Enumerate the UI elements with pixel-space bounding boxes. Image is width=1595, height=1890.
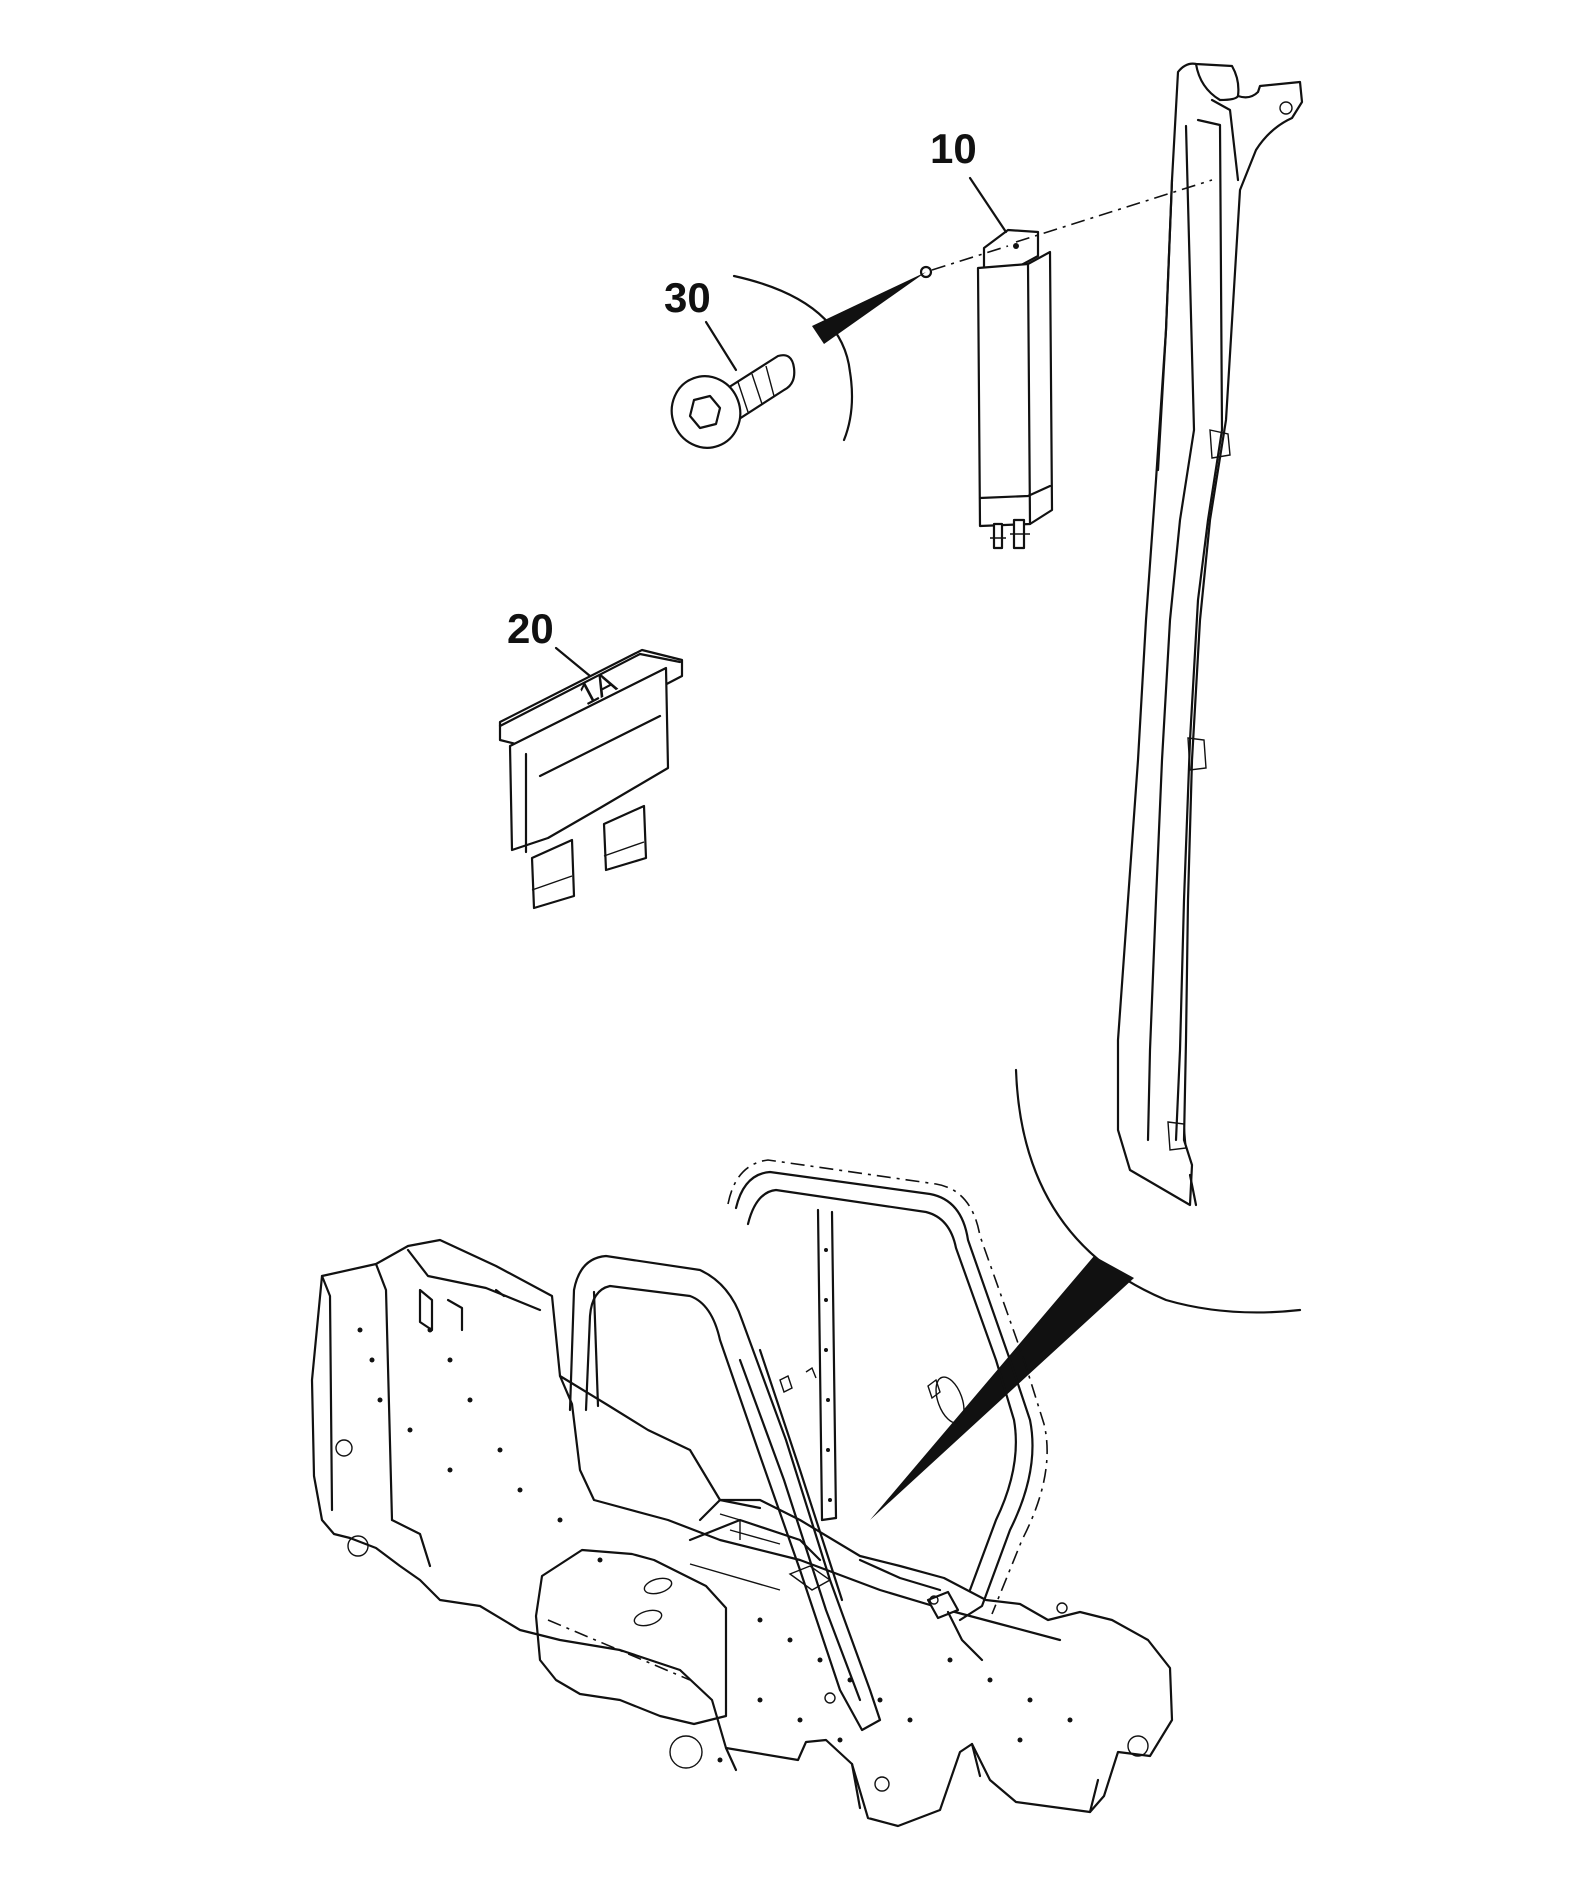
detail-circle-pillar bbox=[870, 1068, 1302, 1520]
callout-20: 20 bbox=[507, 605, 554, 652]
leader-line-30 bbox=[704, 320, 738, 372]
cab-pillar bbox=[1116, 62, 1304, 1207]
detail-circle-screw bbox=[732, 272, 926, 442]
screw-part-30 bbox=[670, 354, 796, 449]
module-part-10 bbox=[931, 179, 1213, 550]
callout-10: 10 bbox=[930, 125, 977, 172]
fuse-part-20: 1A bbox=[498, 648, 684, 910]
machine-frame bbox=[310, 1159, 1174, 1828]
leader-line-10 bbox=[968, 176, 1008, 234]
leader-line-20 bbox=[554, 646, 592, 678]
callout-30: 30 bbox=[664, 274, 711, 321]
